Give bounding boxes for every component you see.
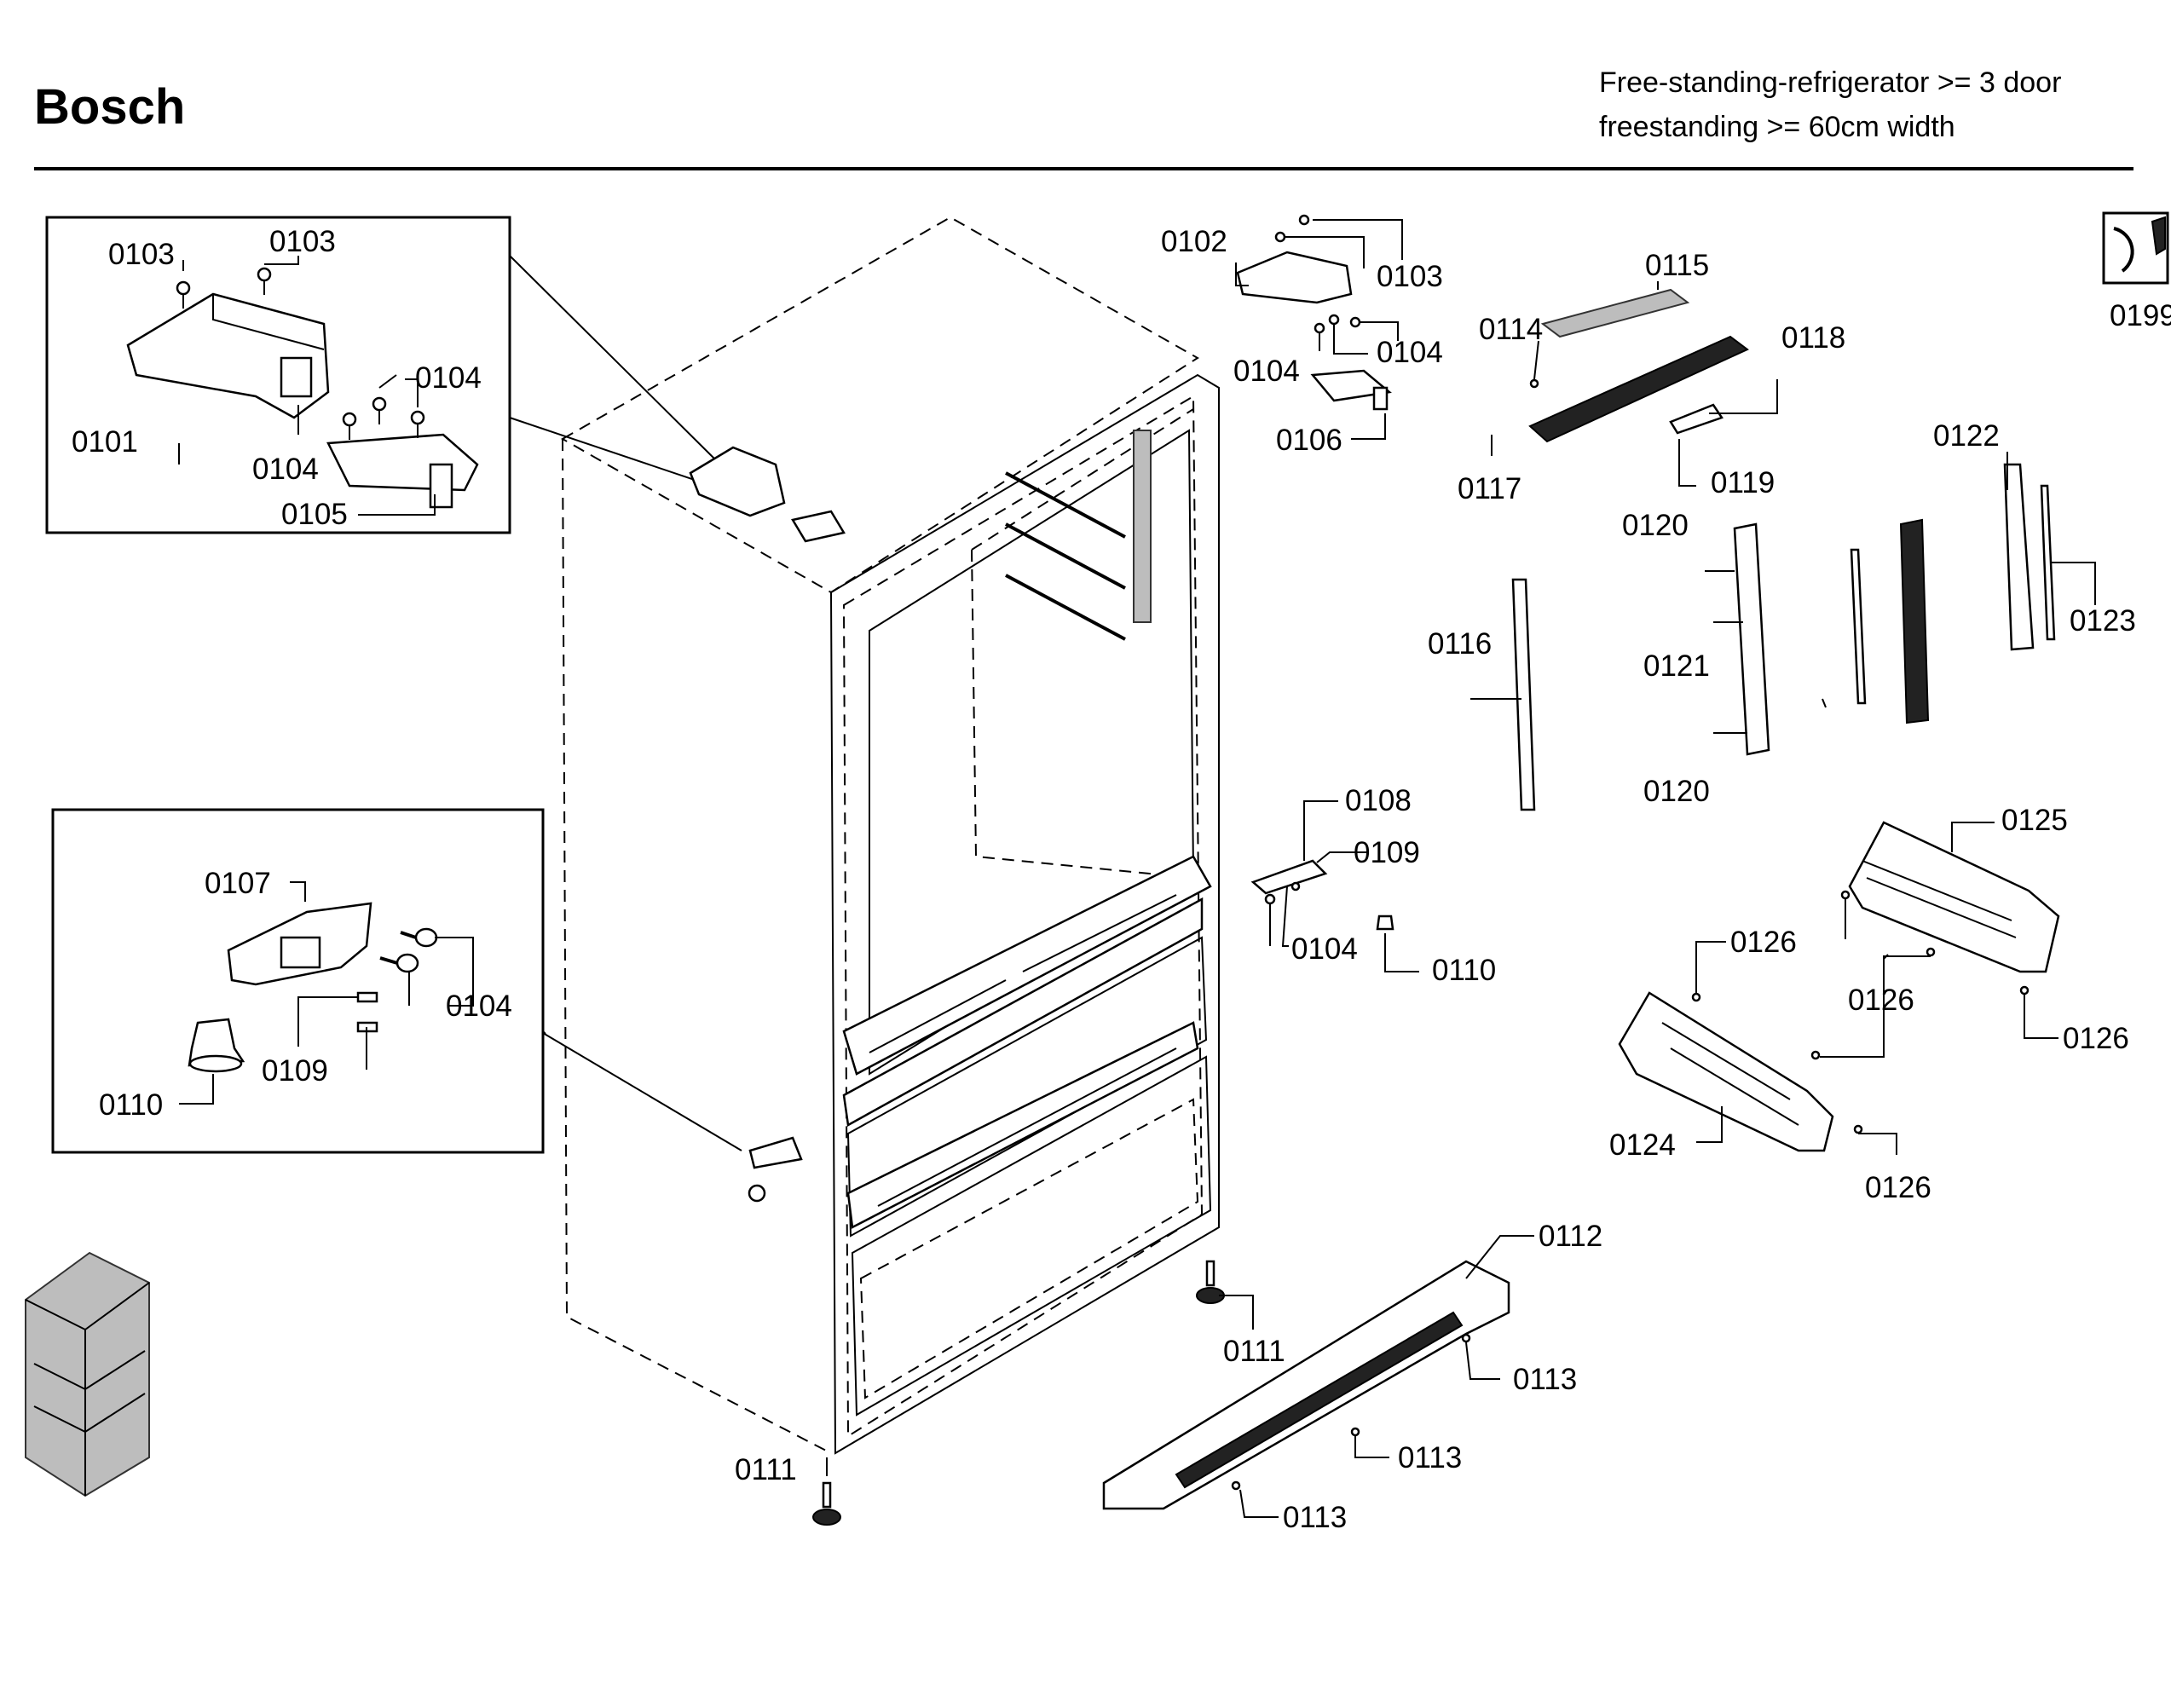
drawer-rails-group [1618, 821, 2060, 1155]
callout-0121: 0121 [1643, 649, 1710, 683]
callout-0106: 0106 [1276, 424, 1342, 457]
callout-0124: 0124 [1609, 1128, 1676, 1162]
callout-0122: 0122 [1933, 419, 2000, 453]
callout-0126: 0126 [2063, 1022, 2129, 1055]
hinge-plate-part [326, 433, 479, 492]
callout-0107: 0107 [205, 867, 271, 900]
inset-bottom-hinge [51, 808, 545, 1154]
callout-0105: 0105 [281, 498, 348, 531]
hinge-top-right-group [1235, 214, 1403, 440]
callout-0117: 0117 [1458, 472, 1521, 505]
hinge-middle-right-group [1250, 800, 1419, 972]
callout-0120: 0120 [1622, 509, 1689, 542]
screw-icon [356, 927, 438, 1033]
callout-0111: 0111 [735, 1453, 797, 1486]
callout-0103: 0103 [269, 225, 336, 258]
callout-0110: 0110 [99, 1088, 163, 1122]
callout-0113: 0113 [1283, 1501, 1347, 1534]
callout-0125: 0125 [2001, 804, 2068, 837]
screw-icon [1231, 1333, 1471, 1491]
callout-0104: 0104 [446, 990, 512, 1023]
callout-0108: 0108 [1345, 784, 1412, 817]
callout-0113: 0113 [1398, 1441, 1462, 1474]
callout-0114: 0114 [1479, 313, 1543, 346]
callout-0104: 0104 [415, 361, 482, 395]
callout-0112: 0112 [1539, 1220, 1602, 1253]
callout-0101: 0101 [72, 425, 138, 459]
air-duct-cover-group [1491, 281, 1778, 487]
callout-0126: 0126 [1848, 984, 1914, 1017]
wrench-icon [2102, 211, 2169, 285]
callout-0199: 0199 [2110, 299, 2171, 332]
callout-0119: 0119 [1711, 466, 1775, 499]
callout-0104: 0104 [252, 453, 319, 486]
header-rule [34, 167, 2133, 170]
callout-0110: 0110 [1432, 954, 1496, 987]
callout-0113: 0113 [1513, 1363, 1577, 1396]
brand-logo-text: Bosch [34, 79, 186, 135]
overview-thumbnail-icon [25, 1251, 150, 1497]
callout-0116: 0116 [1428, 627, 1492, 661]
hinge-cover-part [126, 292, 330, 419]
refrigerator-cabinet [560, 216, 1220, 1455]
category-line-2: freestanding >= 60cm width [1599, 111, 1955, 143]
callout-0126: 0126 [1730, 926, 1797, 959]
callout-0123: 0123 [2070, 604, 2136, 638]
callout-0103: 0103 [1377, 260, 1443, 293]
screw-icon [176, 267, 425, 440]
callout-0104: 0104 [1233, 355, 1300, 388]
callout-0111: 0111 [1223, 1335, 1285, 1368]
callout-labels: 0103 0103 0101 0104 0104 0105 0102 0103 … [72, 225, 2171, 1534]
callout-0102: 0102 [1161, 225, 1227, 258]
callout-0109: 0109 [262, 1054, 328, 1088]
callout-0118: 0118 [1781, 321, 1845, 355]
trim-strips-group [1470, 452, 2096, 811]
callout-0120: 0120 [1643, 775, 1710, 808]
callout-0103: 0103 [108, 238, 175, 271]
callout-0115: 0115 [1645, 249, 1709, 282]
callout-0104: 0104 [1377, 336, 1443, 369]
toe-kick-grille-group [812, 1235, 1534, 1526]
callout-0104: 0104 [1291, 932, 1358, 966]
category-line-1: Free-standing-refrigerator >= 3 door [1599, 66, 2062, 99]
callout-0109: 0109 [1354, 836, 1420, 869]
inset-top-hinge [45, 216, 511, 534]
callout-0126: 0126 [1865, 1171, 1931, 1204]
foot-part [188, 1018, 245, 1067]
